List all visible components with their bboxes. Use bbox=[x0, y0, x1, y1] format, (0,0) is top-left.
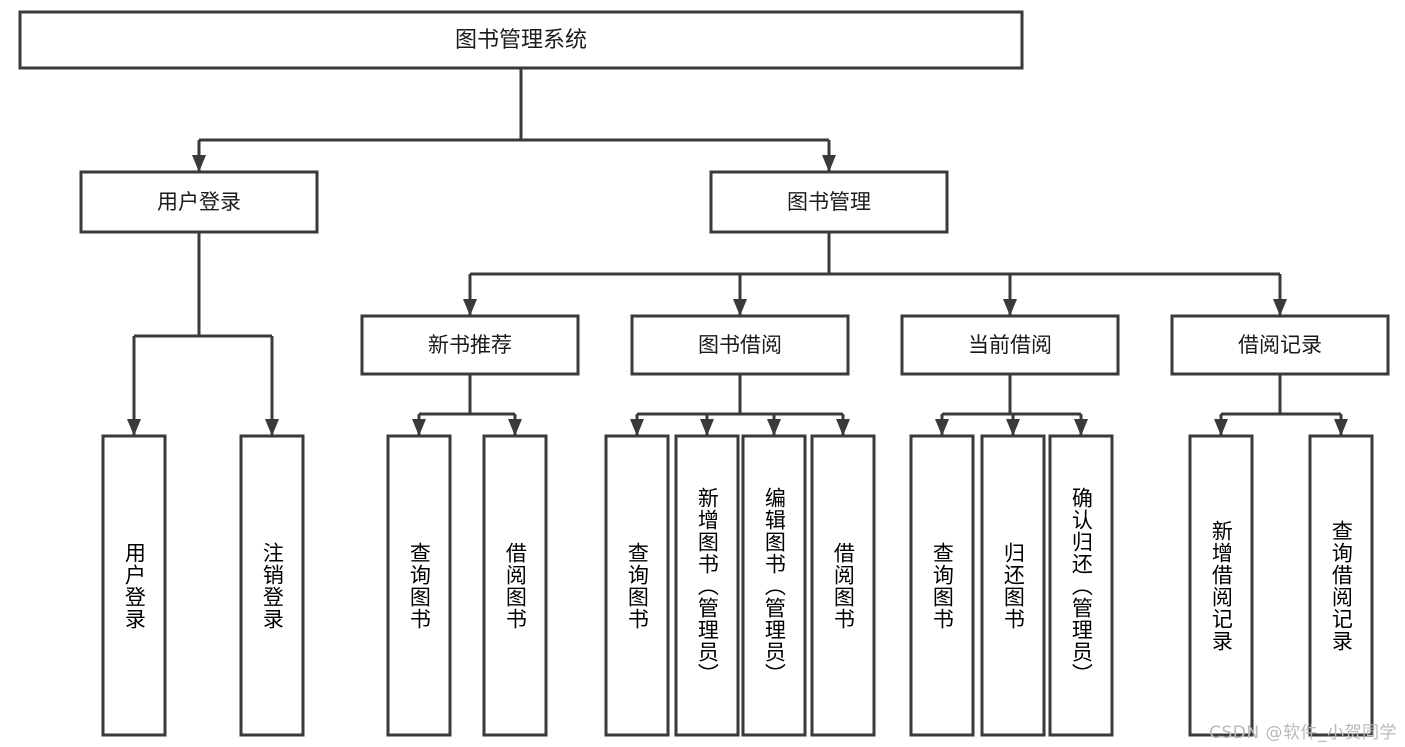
node-l2-1-label: 用户登录 bbox=[157, 190, 241, 214]
node-root[interactable] bbox=[18, 10, 1024, 70]
node-l3-1-label: 新书推荐 bbox=[428, 333, 512, 357]
arrow-head-icon bbox=[192, 155, 206, 172]
node-l2-1[interactable] bbox=[79, 170, 319, 234]
arrow-head-icon bbox=[1273, 299, 1287, 316]
node-l3-4[interactable] bbox=[1170, 314, 1390, 376]
node-l3-2[interactable] bbox=[630, 314, 850, 376]
node-boxes bbox=[18, 10, 1390, 737]
arrow-head-icon bbox=[1214, 419, 1228, 436]
node-leaf-2[interactable] bbox=[239, 434, 305, 737]
arrow-head-icon bbox=[767, 419, 781, 436]
node-leaf-5[interactable] bbox=[604, 434, 670, 737]
node-l3-3-label: 当前借阅 bbox=[968, 333, 1052, 357]
node-l3-3[interactable] bbox=[900, 314, 1120, 376]
node-leaf-11[interactable] bbox=[1048, 434, 1114, 737]
arrow-head-icon bbox=[700, 419, 714, 436]
node-leaf-10[interactable] bbox=[980, 434, 1046, 737]
arrow-head-icon bbox=[630, 419, 644, 436]
arrow-head-icon bbox=[822, 155, 836, 172]
node-l2-2[interactable] bbox=[709, 170, 949, 234]
node-leaf-9[interactable] bbox=[909, 434, 975, 737]
node-leaf-6[interactable] bbox=[674, 434, 740, 737]
arrow-head-icon bbox=[1334, 419, 1348, 436]
watermark: CSDN @软件_小贺同学 bbox=[1209, 723, 1397, 743]
arrow-head-icon bbox=[1074, 419, 1088, 436]
arrow-head-icon bbox=[127, 419, 141, 436]
node-l3-4-label: 借阅记录 bbox=[1238, 333, 1322, 357]
arrow-head-icon bbox=[463, 299, 477, 316]
arrow-head-icon bbox=[1003, 299, 1017, 316]
arrow-head-icon bbox=[836, 419, 850, 436]
arrow-head-icon bbox=[508, 419, 522, 436]
node-l3-1[interactable] bbox=[360, 314, 580, 376]
node-leaf-3[interactable] bbox=[386, 434, 452, 737]
arrow-head-icon bbox=[935, 419, 949, 436]
node-leaf-12[interactable] bbox=[1188, 434, 1254, 737]
arrow-head-icon bbox=[412, 419, 426, 436]
connector-lines bbox=[127, 68, 1348, 436]
node-l3-2-label: 图书借阅 bbox=[698, 333, 782, 357]
node-leaf-7[interactable] bbox=[741, 434, 807, 737]
arrow-head-icon bbox=[1006, 419, 1020, 436]
node-l2-2-label: 图书管理 bbox=[787, 190, 871, 214]
arrow-head-icon bbox=[733, 299, 747, 316]
node-root-label: 图书管理系统 bbox=[455, 28, 587, 53]
node-leaf-1[interactable] bbox=[101, 434, 167, 737]
node-leaf-4[interactable] bbox=[482, 434, 548, 737]
arrow-head-icon bbox=[265, 419, 279, 436]
node-leaf-8[interactable] bbox=[810, 434, 876, 737]
node-leaf-13[interactable] bbox=[1308, 434, 1374, 737]
